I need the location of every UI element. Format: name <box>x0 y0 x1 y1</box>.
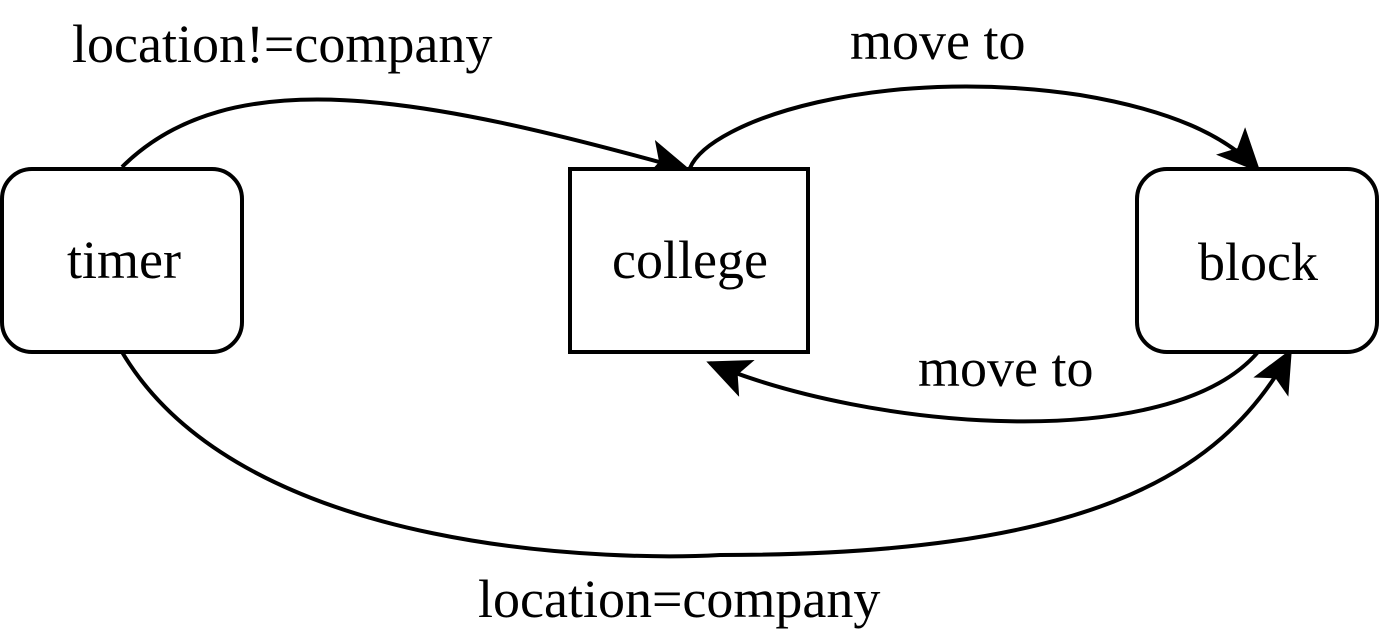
edge-college-to-block <box>688 84 1261 173</box>
node-college[interactable]: college <box>568 167 810 354</box>
edge-block-to-college <box>706 350 1260 424</box>
edge-label-timer-college: location!=company <box>72 14 492 74</box>
edge-label-block-college: move to <box>918 338 1093 398</box>
edge-timer-to-block <box>120 348 1292 559</box>
node-timer-label: timer <box>67 230 181 290</box>
node-block[interactable]: block <box>1135 167 1379 354</box>
edge-label-college-block: move to <box>850 11 1025 71</box>
edge-label-timer-block: location=company <box>478 569 880 629</box>
edge-timer-to-college <box>120 97 692 179</box>
node-block-box <box>1135 167 1379 354</box>
node-timer[interactable]: timer <box>0 167 244 354</box>
node-timer-box <box>0 167 244 354</box>
node-block-label: block <box>1198 232 1318 292</box>
node-college-label: college <box>612 230 768 290</box>
node-college-box <box>568 167 810 354</box>
